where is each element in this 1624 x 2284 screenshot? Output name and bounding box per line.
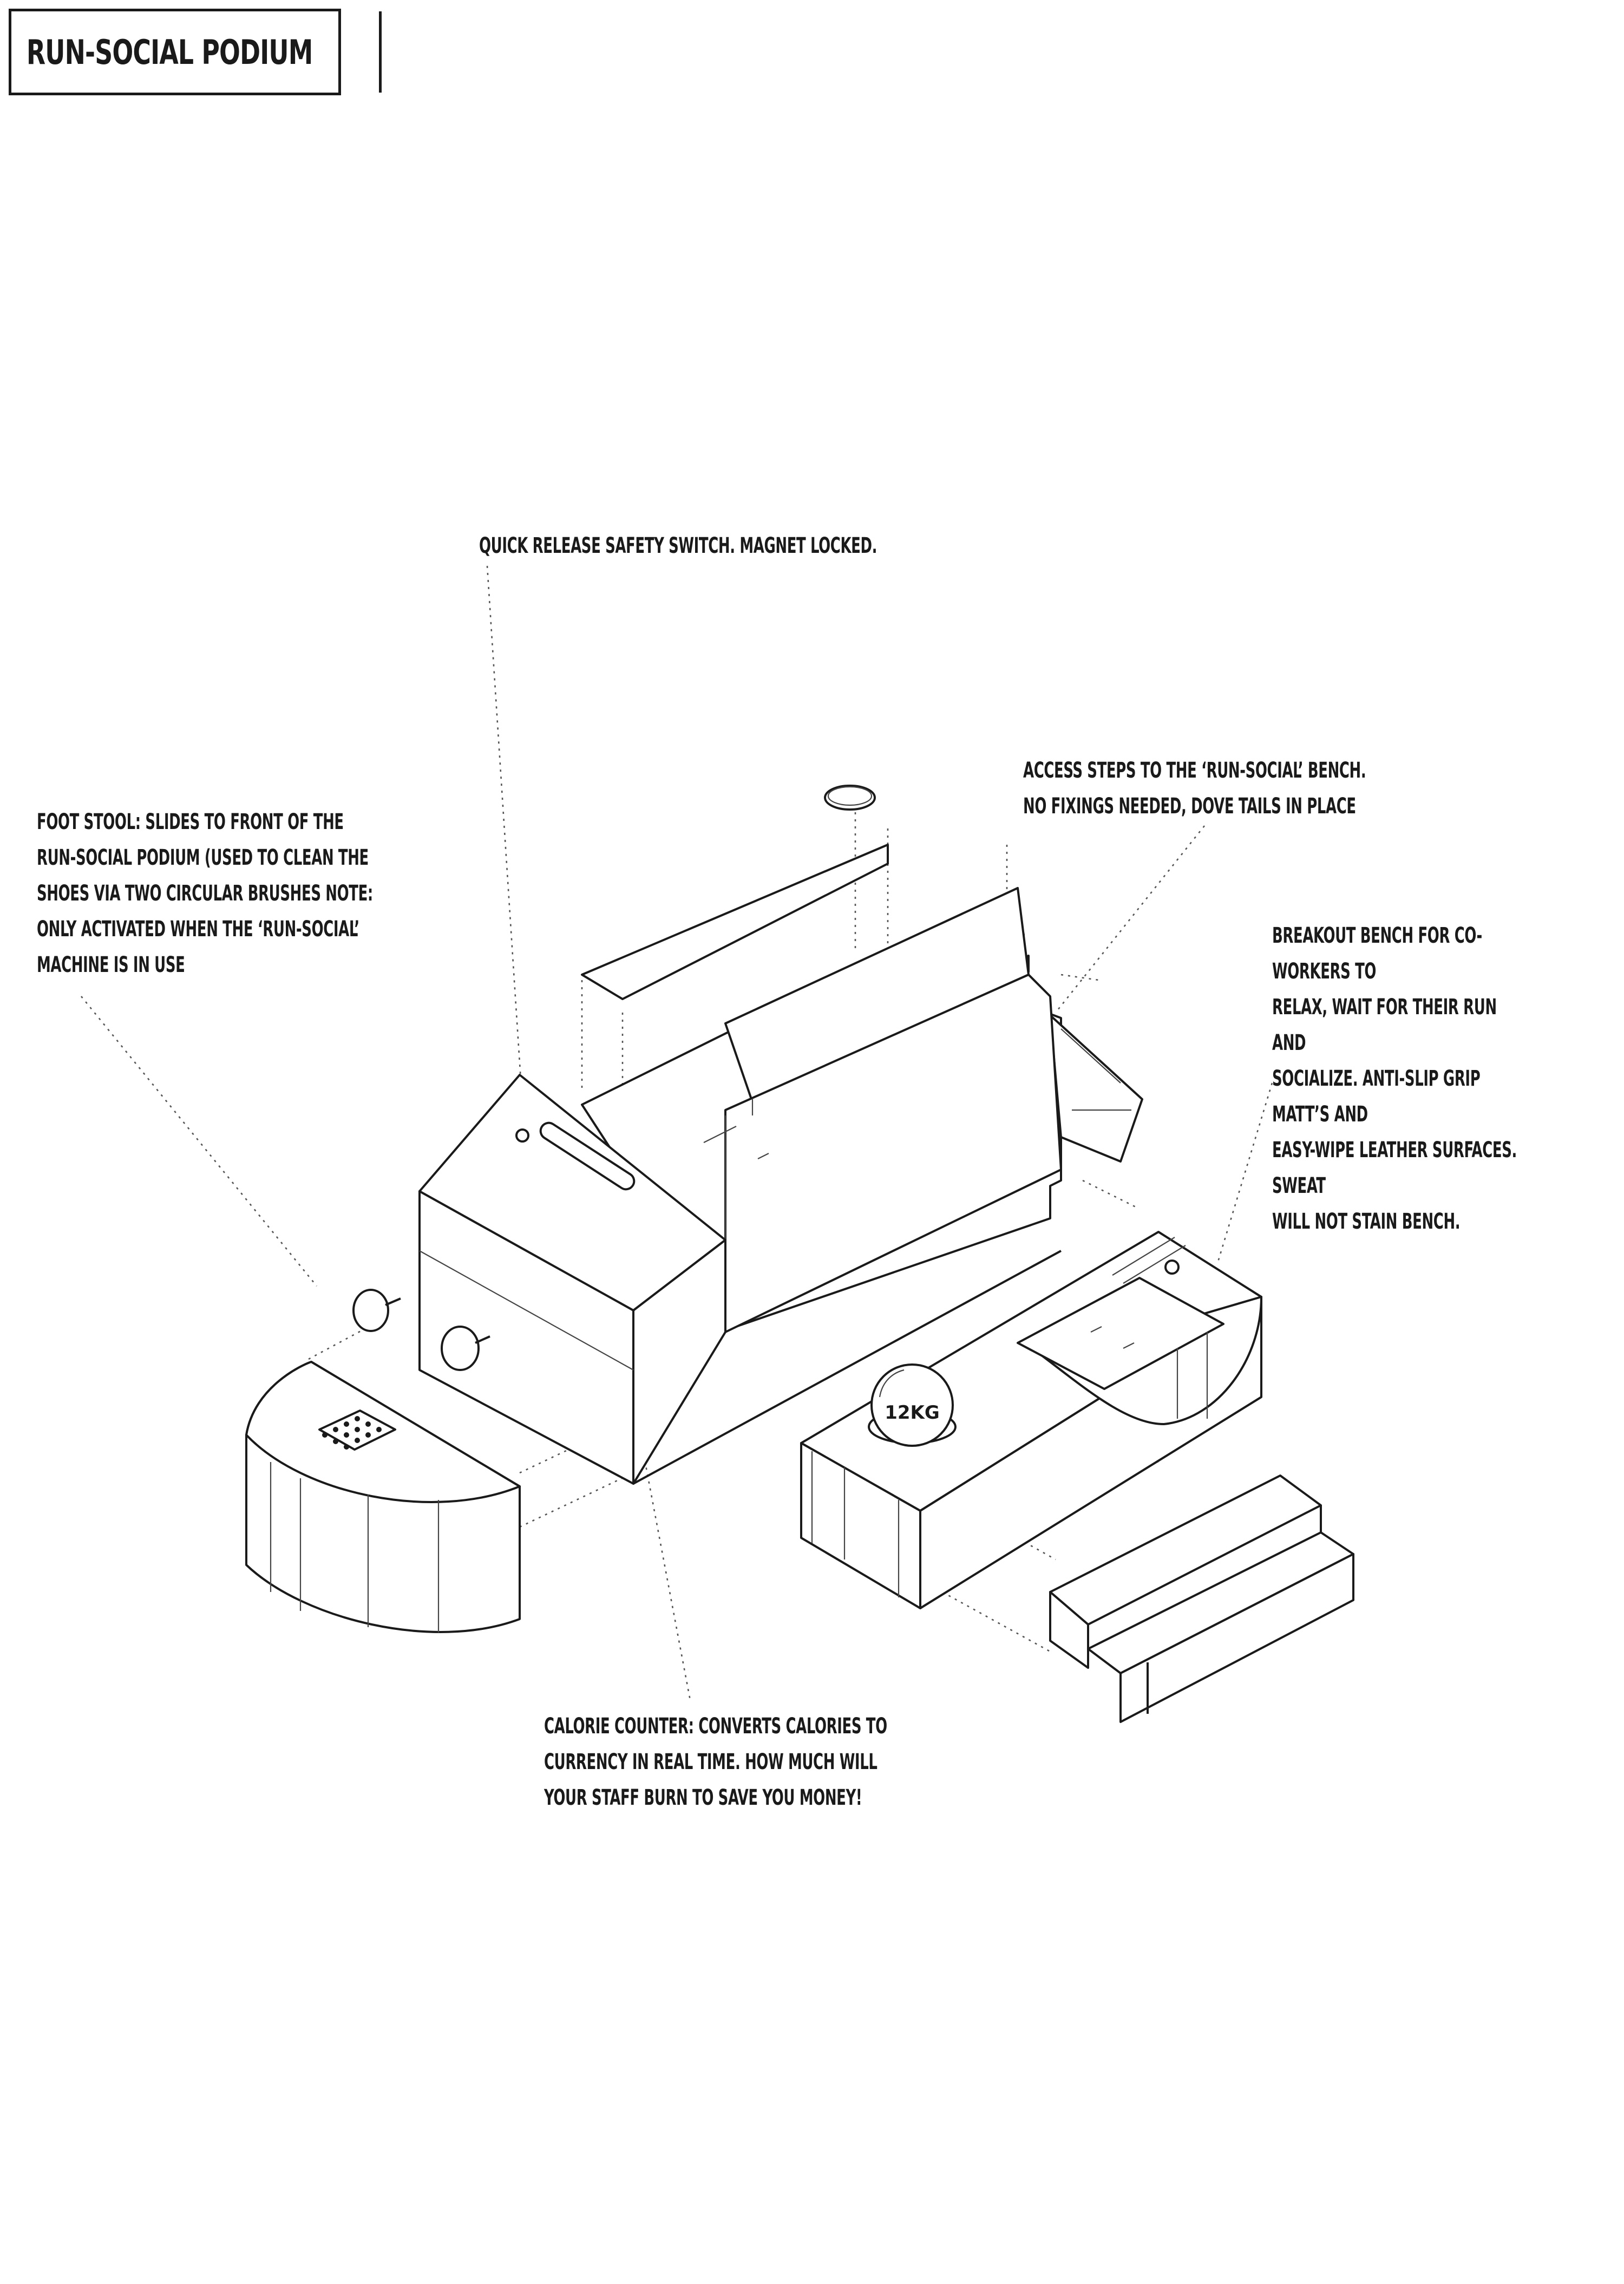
brush-knob-1 (352, 1289, 389, 1332)
leader-foot-stool (80, 996, 318, 1287)
leader-access-steps (1055, 825, 1206, 1013)
weight-ball (870, 1363, 954, 1447)
main-podium (418, 887, 1143, 1485)
label-breakout-bench: BREAKOUT BENCH FOR CO-WORKERS TO RELAX, … (1272, 923, 1517, 1234)
magnet-disc-top (824, 785, 876, 811)
page-title: RUN-SOCIAL PODIUM (26, 32, 313, 72)
calorie-counter-slot (539, 1121, 636, 1191)
steps-front (1049, 1591, 1089, 1669)
brush-grid-dots (322, 1416, 382, 1450)
label-safety-switch: QUICK RELEASE SAFETY SWITCH. MAGNET LOCK… (479, 533, 878, 558)
label-foot-stool: FOOT STOOL: SLIDES TO FRONT OF THE RUN-S… (37, 810, 373, 977)
access-steps (1049, 1474, 1354, 1723)
side-spout (1049, 1014, 1143, 1163)
foot-stool (245, 1361, 521, 1633)
bench-mat (1017, 1277, 1224, 1390)
label-access-steps: ACCESS STEPS TO THE ‘RUN-SOCIAL’ BENCH. … (1023, 758, 1366, 819)
weight-label: 12KG (885, 1402, 940, 1424)
leader-safety-switch (486, 565, 523, 1105)
leader-breakout-bench (1217, 1082, 1273, 1262)
label-calorie-counter: CALORIE COUNTER: CONVERTS CALORIES TO CU… (544, 1714, 887, 1810)
leader-calorie-counter (584, 1142, 691, 1701)
top-panel-rear (581, 844, 889, 1000)
title-box: RUN-SOCIAL PODIUM (9, 9, 382, 95)
kettle-weight: 12KG (868, 1363, 957, 1447)
title-empty-cell (378, 11, 382, 93)
safety-switch-button (515, 1128, 529, 1143)
brush-knobs (352, 1289, 490, 1371)
brush-knob-2 (441, 1326, 480, 1371)
